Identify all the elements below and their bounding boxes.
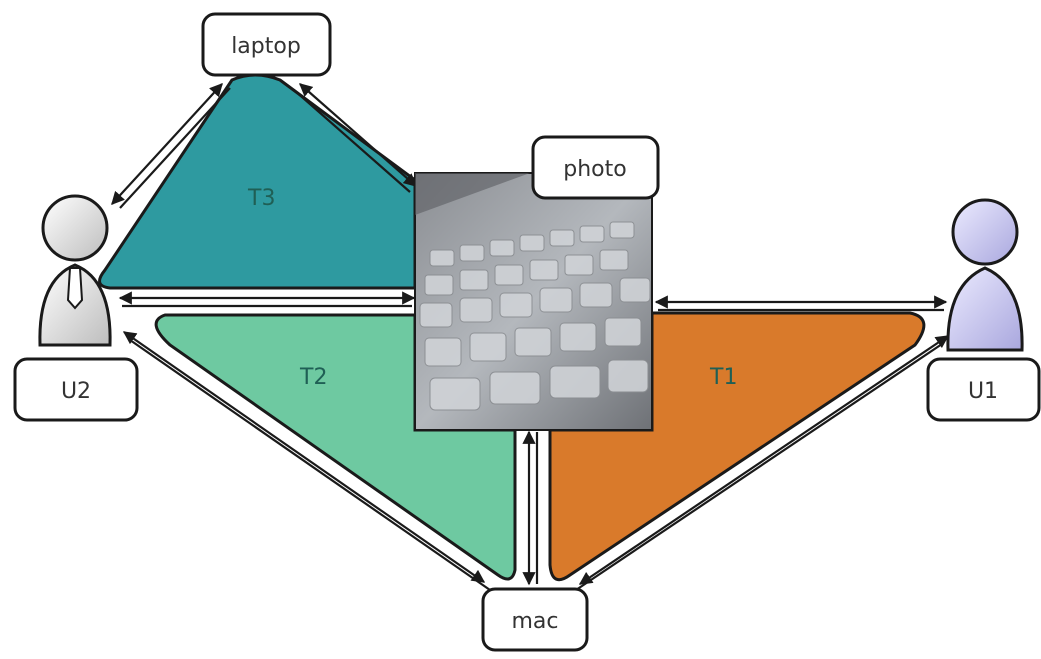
triangle-label-t3: T3 [247,186,275,211]
node-label-u1: U1 [968,379,998,404]
node-u2: U2 [13,357,139,422]
keyboard-photo [414,172,653,431]
triangle-t3 [98,73,417,290]
user-u1-figure [946,198,1024,352]
connection-arrows [111,83,950,591]
node-mac: mac [481,587,589,652]
user-u2-figure [38,194,112,347]
node-label-photo: photo [563,157,626,182]
node-u1: U1 [926,357,1041,422]
node-label-mac: mac [511,609,558,634]
triangle-label-t2: T2 [299,365,327,390]
node-label-u2: U2 [61,379,91,404]
node-photo: photo [531,135,660,200]
node-laptop: laptop [201,12,332,77]
triangle-label-t1: T1 [709,365,737,390]
node-label-laptop: laptop [231,34,301,59]
